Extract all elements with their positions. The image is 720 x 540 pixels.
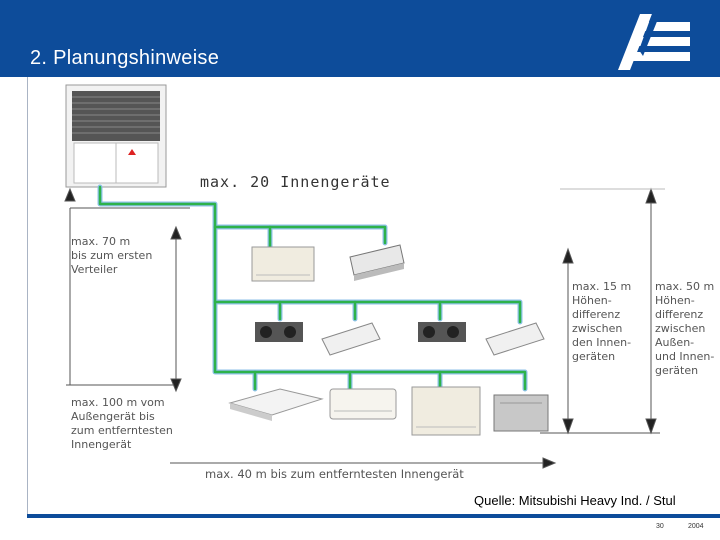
indoor-unit-wall xyxy=(329,388,397,420)
indoor-unit-cassette-3 xyxy=(485,322,545,356)
header-bar xyxy=(0,0,720,77)
footer-year: 2004 xyxy=(688,523,704,530)
company-logo xyxy=(618,14,690,70)
vrf-system-diagram xyxy=(64,84,665,469)
indoor-unit-ducted-2 xyxy=(418,322,466,342)
indoor-unit-ceiling xyxy=(228,388,324,421)
indoor-unit-ducted-1 xyxy=(255,322,303,342)
indoor-unit-floor xyxy=(251,246,315,282)
label-first-distributor: max. 70 m bis zum ersten Verteiler xyxy=(71,235,153,276)
outdoor-unit xyxy=(65,84,167,188)
indoor-unit-floor-2 xyxy=(411,386,481,436)
refrigerant-pipes xyxy=(97,184,528,392)
label-indoor-height-diff: max. 15 m Höhen- differenz zwischen den … xyxy=(572,280,632,363)
indoor-unit-concealed xyxy=(493,394,549,432)
page-number: 30 xyxy=(656,523,664,530)
left-border-line xyxy=(27,77,28,517)
indoor-unit-cassette xyxy=(349,244,405,281)
max-indoor-units-label: max. 20 Innengeräte xyxy=(200,173,391,191)
label-max-40m: max. 40 m bis zum entferntesten Innenger… xyxy=(205,467,464,481)
label-outdoor-height-diff: max. 50 m Höhen- differenz zwischen Auße… xyxy=(655,280,715,377)
slide-title: 2. Planungshinweise xyxy=(30,47,220,69)
label-farthest-unit: max. 100 m vom Außengerät bis zum entfer… xyxy=(71,396,173,451)
indoor-unit-cassette-2 xyxy=(321,322,381,356)
dimension-lines xyxy=(64,187,665,469)
footer-rule xyxy=(27,514,720,518)
source-citation: Quelle: Mitsubishi Heavy Ind. / Stul xyxy=(474,493,676,508)
